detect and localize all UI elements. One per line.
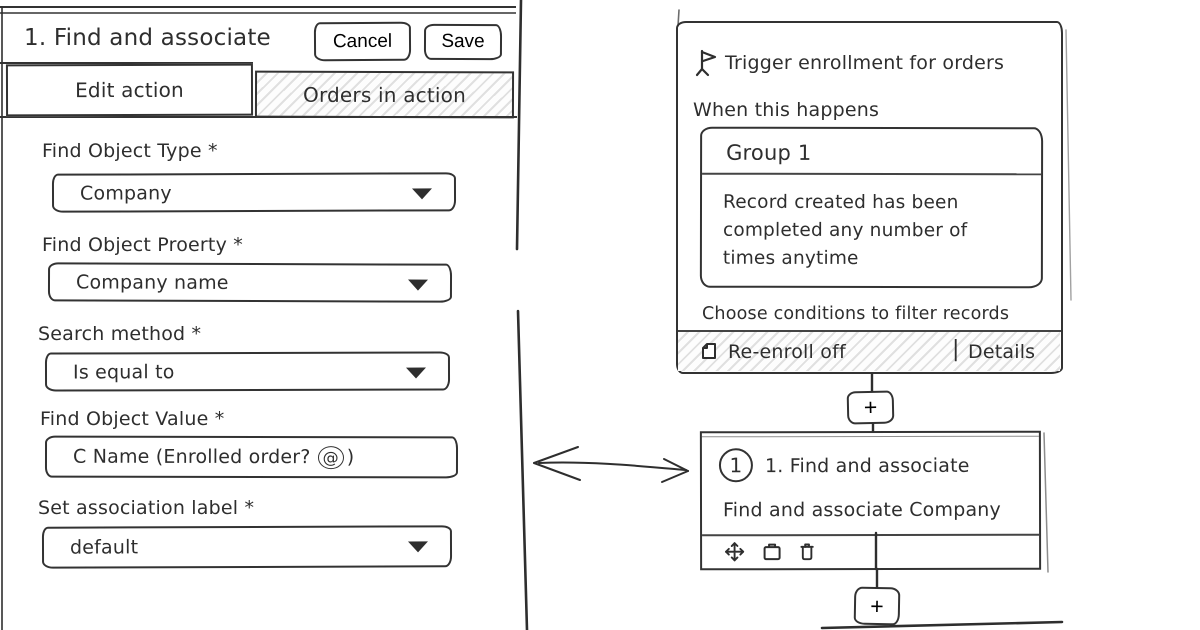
- trigger-right-double-edge: [1065, 29, 1072, 301]
- save-button[interactable]: Save: [423, 23, 503, 61]
- conditions-hint: Choose conditions to filter records: [702, 304, 1010, 324]
- details-divider: |: [952, 337, 960, 362]
- add-action-button-bottom[interactable]: +: [853, 586, 901, 626]
- association-label-select[interactable]: default: [41, 525, 453, 569]
- tab-orders-in-action-label: Orders in action: [302, 82, 467, 107]
- checkbox-icon[interactable]: [700, 341, 718, 361]
- step-number: 1: [729, 453, 743, 478]
- trigger-panel: Trigger enrollment for orders When this …: [676, 21, 1063, 374]
- header-underline: [0, 62, 253, 64]
- search-method-value: Is equal to: [72, 360, 175, 383]
- action-step-card[interactable]: 1 1. Find and associate Find and associa…: [699, 430, 1042, 571]
- card-top-double-line: [701, 435, 1039, 438]
- find-object-value-text: C Name (Enrolled order?: [72, 445, 311, 469]
- find-object-property-select[interactable]: Company name: [47, 262, 453, 303]
- trigger-footer-divider: [678, 330, 1061, 332]
- find-object-value-label: Find Object Value *: [40, 408, 225, 430]
- association-label-value: default: [69, 536, 139, 559]
- find-object-type-label: Find Object Type *: [42, 140, 218, 162]
- enrollment-group-card[interactable]: Group 1 Record created has been complete…: [699, 126, 1044, 289]
- find-object-type-value: Company: [79, 181, 172, 205]
- action-card-title: 1. Find and associate: [764, 454, 970, 478]
- chevron-down-icon: [407, 279, 429, 291]
- group-description: Record created has been completed any nu…: [722, 191, 968, 269]
- tab-edit-action-label: Edit action: [75, 77, 184, 103]
- move-icon[interactable]: [724, 541, 745, 562]
- find-object-value-input[interactable]: C Name (Enrolled order? @ ): [44, 435, 459, 479]
- tab-edit-action[interactable]: Edit action: [5, 63, 254, 117]
- panel-top-border-inner: [0, 12, 516, 14]
- panel-top-border: [0, 6, 516, 8]
- panel-left-border: [1, 6, 3, 630]
- find-object-property-label: Find Object Proerty *: [42, 234, 243, 256]
- trigger-title: Trigger enrollment for orders: [725, 52, 1005, 74]
- plus-icon: +: [870, 592, 884, 619]
- chevron-down-icon: [405, 367, 427, 379]
- chevron-down-icon: [411, 188, 433, 200]
- copy-icon[interactable]: [762, 543, 782, 561]
- action-editor-panel: 1. Find and associate Cancel Save Edit a…: [0, 0, 520, 630]
- association-label-label: Set association label *: [38, 497, 255, 519]
- find-object-property-value: Company name: [75, 270, 229, 294]
- flag-icon: [695, 49, 717, 77]
- find-object-value-close: ): [346, 446, 355, 469]
- card-right-double-edge: [1043, 432, 1049, 573]
- personalization-token[interactable]: @: [317, 445, 344, 469]
- step-number-badge: 1: [718, 448, 753, 483]
- group-card-divider: [702, 172, 1042, 175]
- details-link[interactable]: Details: [968, 341, 1036, 363]
- save-button-label: Save: [441, 30, 485, 53]
- cancel-button[interactable]: Cancel: [313, 21, 412, 62]
- tabs-underline: [0, 116, 517, 118]
- action-card-footer-divider: [702, 533, 1040, 536]
- trigger-subtitle: When this happens: [693, 99, 880, 121]
- find-object-type-select[interactable]: Company: [51, 172, 457, 213]
- page-title: 1. Find and associate: [24, 25, 271, 51]
- action-card-subtitle: Find and associate Company: [722, 498, 1002, 522]
- reenroll-bar: Re-enroll off | Details: [678, 332, 1060, 371]
- chevron-down-icon: [407, 541, 429, 553]
- trash-icon[interactable]: [799, 542, 815, 561]
- search-method-select[interactable]: Is equal to: [44, 351, 451, 392]
- action-card-toolbar: [724, 541, 815, 562]
- group-title: Group 1: [726, 140, 812, 165]
- add-action-button-top[interactable]: +: [846, 390, 895, 425]
- plus-icon: +: [863, 393, 878, 421]
- tab-orders-in-action[interactable]: Orders in action: [254, 70, 515, 119]
- search-method-label: Search method *: [38, 323, 202, 345]
- annotation-arrow: [533, 446, 689, 483]
- cancel-button-label: Cancel: [332, 30, 393, 52]
- reenroll-label: Re-enroll off: [728, 341, 846, 363]
